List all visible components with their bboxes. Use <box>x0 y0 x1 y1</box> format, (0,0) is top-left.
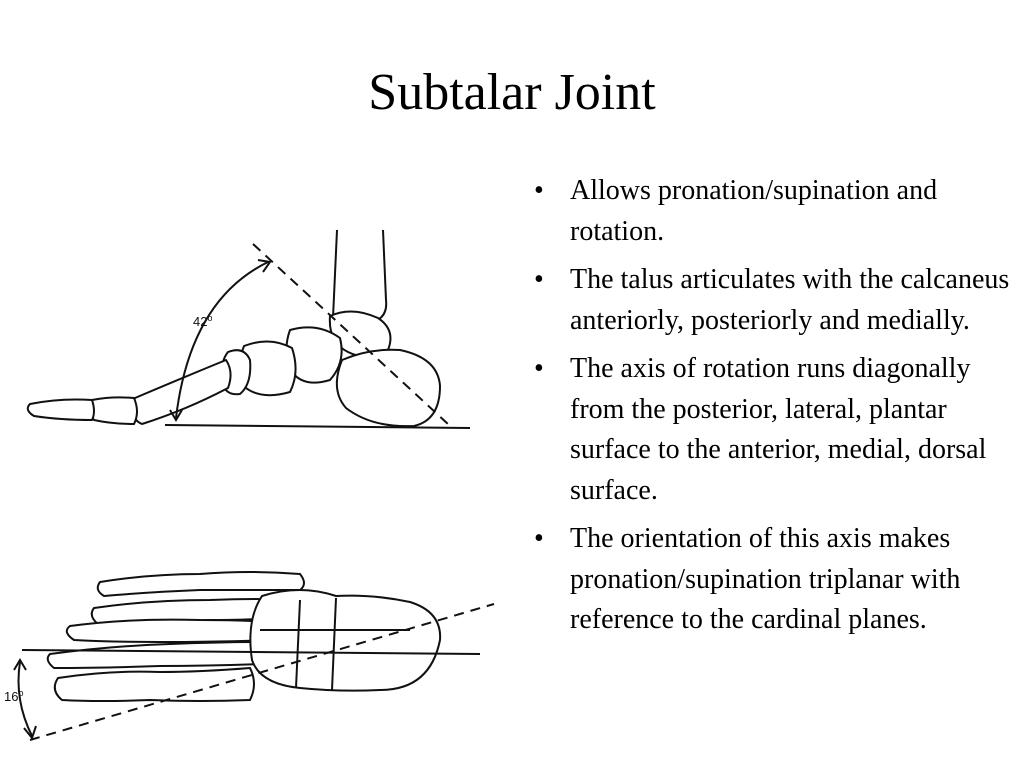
arrowhead-icon <box>13 658 27 671</box>
tarsal-joint-lines <box>260 597 410 691</box>
bullet-glyph: • <box>534 264 544 295</box>
subtalar-axis-line <box>252 243 449 425</box>
bullet-item: • The axis of rotation runs diagonally fr… <box>534 349 1014 511</box>
bullet-item: • Allows pronation/supination and rotatio… <box>534 171 1014 252</box>
fibula-outline <box>371 229 388 323</box>
bullet-glyph: • <box>534 175 544 206</box>
bullet-item: • The talus articulates with the calcaneu… <box>534 260 1014 341</box>
tibia-outline <box>332 229 338 319</box>
bullet-glyph: • <box>534 523 544 554</box>
bullet-text: The orientation of this axis makes prona… <box>570 523 961 635</box>
phalanx-bone <box>88 396 138 425</box>
angle-arc <box>175 261 269 419</box>
arrowhead-icon <box>23 725 37 741</box>
calcaneus-bone <box>335 348 441 428</box>
distal-phalanx-bone <box>26 398 95 421</box>
lateral-angle-label: 42o <box>193 313 212 329</box>
slide-title: Subtalar Joint <box>368 64 656 121</box>
toe-bones <box>46 641 266 669</box>
bullet-list: • Allows pronation/supination and rotatio… <box>534 171 1014 649</box>
toe-bones <box>65 618 276 643</box>
bullet-text: The axis of rotation runs diagonally fro… <box>570 353 987 506</box>
ground-line <box>164 424 471 429</box>
angle-arc <box>17 661 33 737</box>
bullet-glyph: • <box>534 353 544 384</box>
metatarsal-bone <box>131 359 232 425</box>
tarsal-bones <box>249 589 442 692</box>
great-toe-bones <box>53 667 255 702</box>
lateral-foot-view: 42o <box>26 229 471 429</box>
bullet-text: The talus articulates with the calcaneus… <box>570 264 1010 336</box>
dorsal-foot-view: 16o <box>4 571 495 741</box>
arrowhead-icon <box>169 409 183 422</box>
bullet-item: • The orientation of this axis makes pron… <box>534 519 1014 641</box>
dorsal-angle-label: 16o <box>4 688 23 704</box>
bullet-text: Allows pronation/supination and rotation… <box>570 175 938 247</box>
reference-line <box>21 649 481 655</box>
subtalar-axis-line <box>29 603 495 741</box>
arrowhead-icon <box>257 259 272 273</box>
foot-anatomy-figure: 42o 16o <box>4 229 495 741</box>
